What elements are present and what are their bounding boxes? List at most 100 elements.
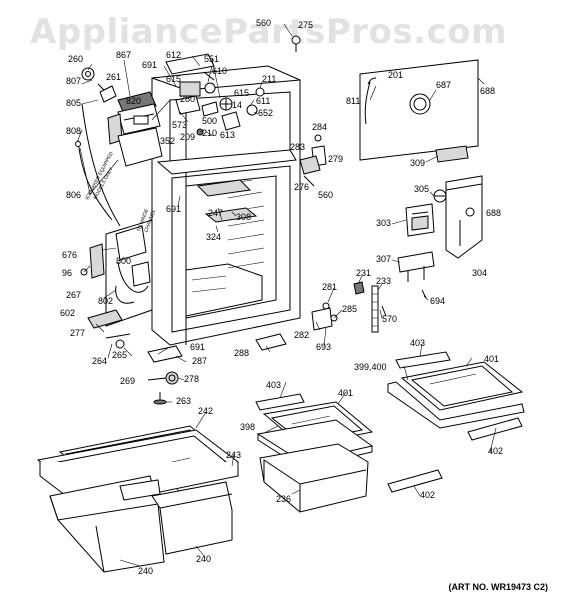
callout: 284 <box>312 122 327 132</box>
callout: 401 <box>338 388 353 398</box>
callout: 285 <box>342 304 357 314</box>
callout: 615 <box>166 74 181 84</box>
leader-lines <box>77 23 497 567</box>
callout: 247 <box>208 208 223 218</box>
right-glass-shelf <box>387 351 525 493</box>
callout: 693 <box>316 342 331 352</box>
callout: 278 <box>184 374 199 384</box>
callout: 324 <box>206 232 221 242</box>
callout: 287 <box>192 356 207 366</box>
callout: 694 <box>430 296 445 306</box>
callout: 265 <box>112 350 127 360</box>
callout: 201 <box>388 70 403 80</box>
callout: 652 <box>258 108 273 118</box>
callout: 231 <box>356 268 371 278</box>
light-socket-parts <box>299 134 327 187</box>
callout: 243 <box>226 450 241 460</box>
callout-labels: 560 275 260 867 612 551 691 610 807 261 … <box>60 18 503 576</box>
callout: 283 <box>290 142 305 152</box>
callout: 800 <box>116 256 131 266</box>
callout: 806 <box>66 190 81 200</box>
callout: 560 <box>256 18 271 28</box>
callout: 805 <box>66 98 81 108</box>
callout: 612 <box>166 50 181 60</box>
callout: 264 <box>92 356 107 366</box>
callout: 282 <box>294 330 309 340</box>
art-number: (ART NO. WR19473 C2) <box>448 582 548 592</box>
callout: 307 <box>376 254 391 264</box>
callout: 260 <box>68 54 83 64</box>
callout: 233 <box>376 276 391 286</box>
callout: 560 <box>318 190 333 200</box>
callout: 570 <box>382 314 397 324</box>
callout: 807 <box>66 76 81 86</box>
callout: 602 <box>60 308 75 318</box>
callout: 688 <box>480 86 495 96</box>
callout: 811 <box>346 96 360 106</box>
callout: 267 <box>66 290 81 300</box>
callout: 402 <box>488 446 503 456</box>
callout: 308 <box>236 212 251 222</box>
callout: 399,400 <box>354 362 387 372</box>
callout: 261 <box>106 72 121 82</box>
evaporator-cover <box>359 59 479 163</box>
callout: 210 <box>202 128 217 138</box>
wiring-harness <box>75 103 151 304</box>
callout: 610 <box>212 66 227 76</box>
callout: 240 <box>196 554 211 564</box>
callout: 263 <box>176 396 191 406</box>
callout: 820 <box>126 96 141 106</box>
callout: 303 <box>376 218 391 228</box>
callout: 309 <box>410 158 425 168</box>
callout: 211 <box>262 74 276 84</box>
cabinet <box>105 65 301 346</box>
callout: 676 <box>62 250 77 260</box>
callout: 401 <box>484 354 499 364</box>
crisper-and-glass-shelf <box>255 393 374 513</box>
callout: 277 <box>70 328 85 338</box>
callout: 281 <box>322 282 337 292</box>
watermark: AppliancePartsPros.com <box>30 12 508 52</box>
callout: 551 <box>204 54 219 64</box>
callout: 691 <box>190 342 205 352</box>
callout: 615 <box>234 88 249 98</box>
callout: 304 <box>472 268 487 278</box>
callout: 573 <box>172 120 187 130</box>
callout: 867 <box>116 50 131 60</box>
freezer-shelf-and-pans <box>36 425 240 573</box>
callout: 808 <box>66 126 81 136</box>
callout: 209 <box>180 132 195 142</box>
air-duct-parts <box>397 175 483 282</box>
callout: 280 <box>180 94 195 104</box>
callout: 242 <box>198 406 213 416</box>
callout: 613 <box>220 130 235 140</box>
callout: 269 <box>120 376 135 386</box>
callout: 403 <box>266 380 281 390</box>
callout: 500 <box>202 116 217 126</box>
callout: 687 <box>436 80 451 90</box>
callout: 14 <box>232 100 242 110</box>
controls-assembly <box>165 35 301 136</box>
callout: 691 <box>166 204 181 214</box>
callout: 688 <box>486 208 501 218</box>
callout: 240 <box>138 566 153 576</box>
callout: 611 <box>256 96 270 106</box>
callout: 275 <box>298 20 313 30</box>
callout: 96 <box>62 268 72 278</box>
callout: 402 <box>420 490 435 500</box>
callout: 802 <box>98 296 113 306</box>
callout: 352 <box>160 136 175 146</box>
callout: 276 <box>294 182 309 192</box>
callout: 279 <box>328 154 343 164</box>
callout: 691 <box>142 60 157 70</box>
hinge-leveler-parts <box>87 309 287 405</box>
icemaker-assembly <box>81 67 163 167</box>
icemaker-note: ICEMAKER EQUIPPED MODELS ONLY <box>84 151 115 201</box>
callout: 305 <box>414 184 429 194</box>
callout: 398 <box>240 422 255 432</box>
callout: 288 <box>234 348 249 358</box>
callout: 236 <box>276 494 291 504</box>
callout: 403 <box>410 338 425 348</box>
